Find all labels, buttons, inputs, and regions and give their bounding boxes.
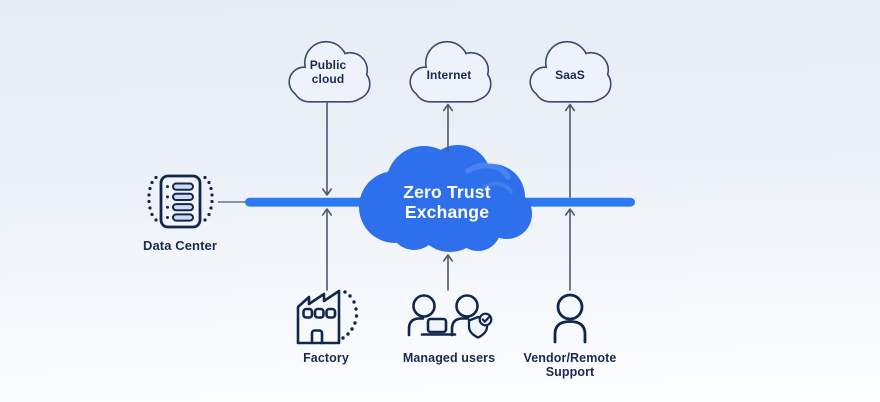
user-head-icon — [412, 294, 436, 318]
arrow-exchange-to-saas — [564, 103, 576, 198]
laptop-icon — [426, 317, 448, 334]
arrowhead-up-icon — [442, 254, 454, 262]
factory-label: Factory — [303, 351, 349, 365]
internet-label: Internet — [426, 68, 472, 82]
internet-cloud-shape — [409, 40, 492, 103]
server-dotted-frame — [147, 175, 214, 222]
public-cloud-shape — [288, 40, 371, 103]
arrowhead-down-icon — [321, 188, 333, 196]
arrow-vendor-to-exchange — [564, 208, 576, 291]
arrow-managed-users-to-exchange — [442, 254, 454, 291]
arrowhead-up-icon — [564, 103, 576, 112]
arrow-factory-to-exchange — [321, 208, 333, 291]
person-icon — [553, 293, 587, 344]
managed-users-label: Managed users — [402, 351, 496, 365]
saas-cloud-shape — [529, 40, 612, 103]
factory-dotted-arc — [341, 290, 359, 340]
arrow-public-cloud-to-exchange — [321, 102, 333, 196]
factory-icon — [296, 289, 359, 345]
shield-check-icon — [467, 312, 493, 339]
vendor-remote-support-label: Vendor/Remote Support — [523, 351, 617, 379]
users-laptop-shield-icon — [407, 294, 493, 339]
arrowhead-up-icon — [442, 103, 454, 112]
saas-label: SaaS — [555, 68, 585, 82]
server-rack-icon — [147, 174, 214, 229]
exchange-label: Zero Trust Exchange — [403, 182, 491, 222]
exchange-cloud-swirl — [465, 162, 513, 194]
exchange-cloud-shape — [359, 145, 532, 252]
user-head-icon — [455, 294, 479, 318]
arrowhead-up-icon — [564, 208, 576, 216]
arrowhead-up-icon — [321, 208, 333, 216]
arrow-exchange-to-internet — [442, 103, 454, 152]
public-cloud-label: Public cloud — [309, 58, 347, 86]
data-center-label: Data Center — [142, 238, 218, 253]
